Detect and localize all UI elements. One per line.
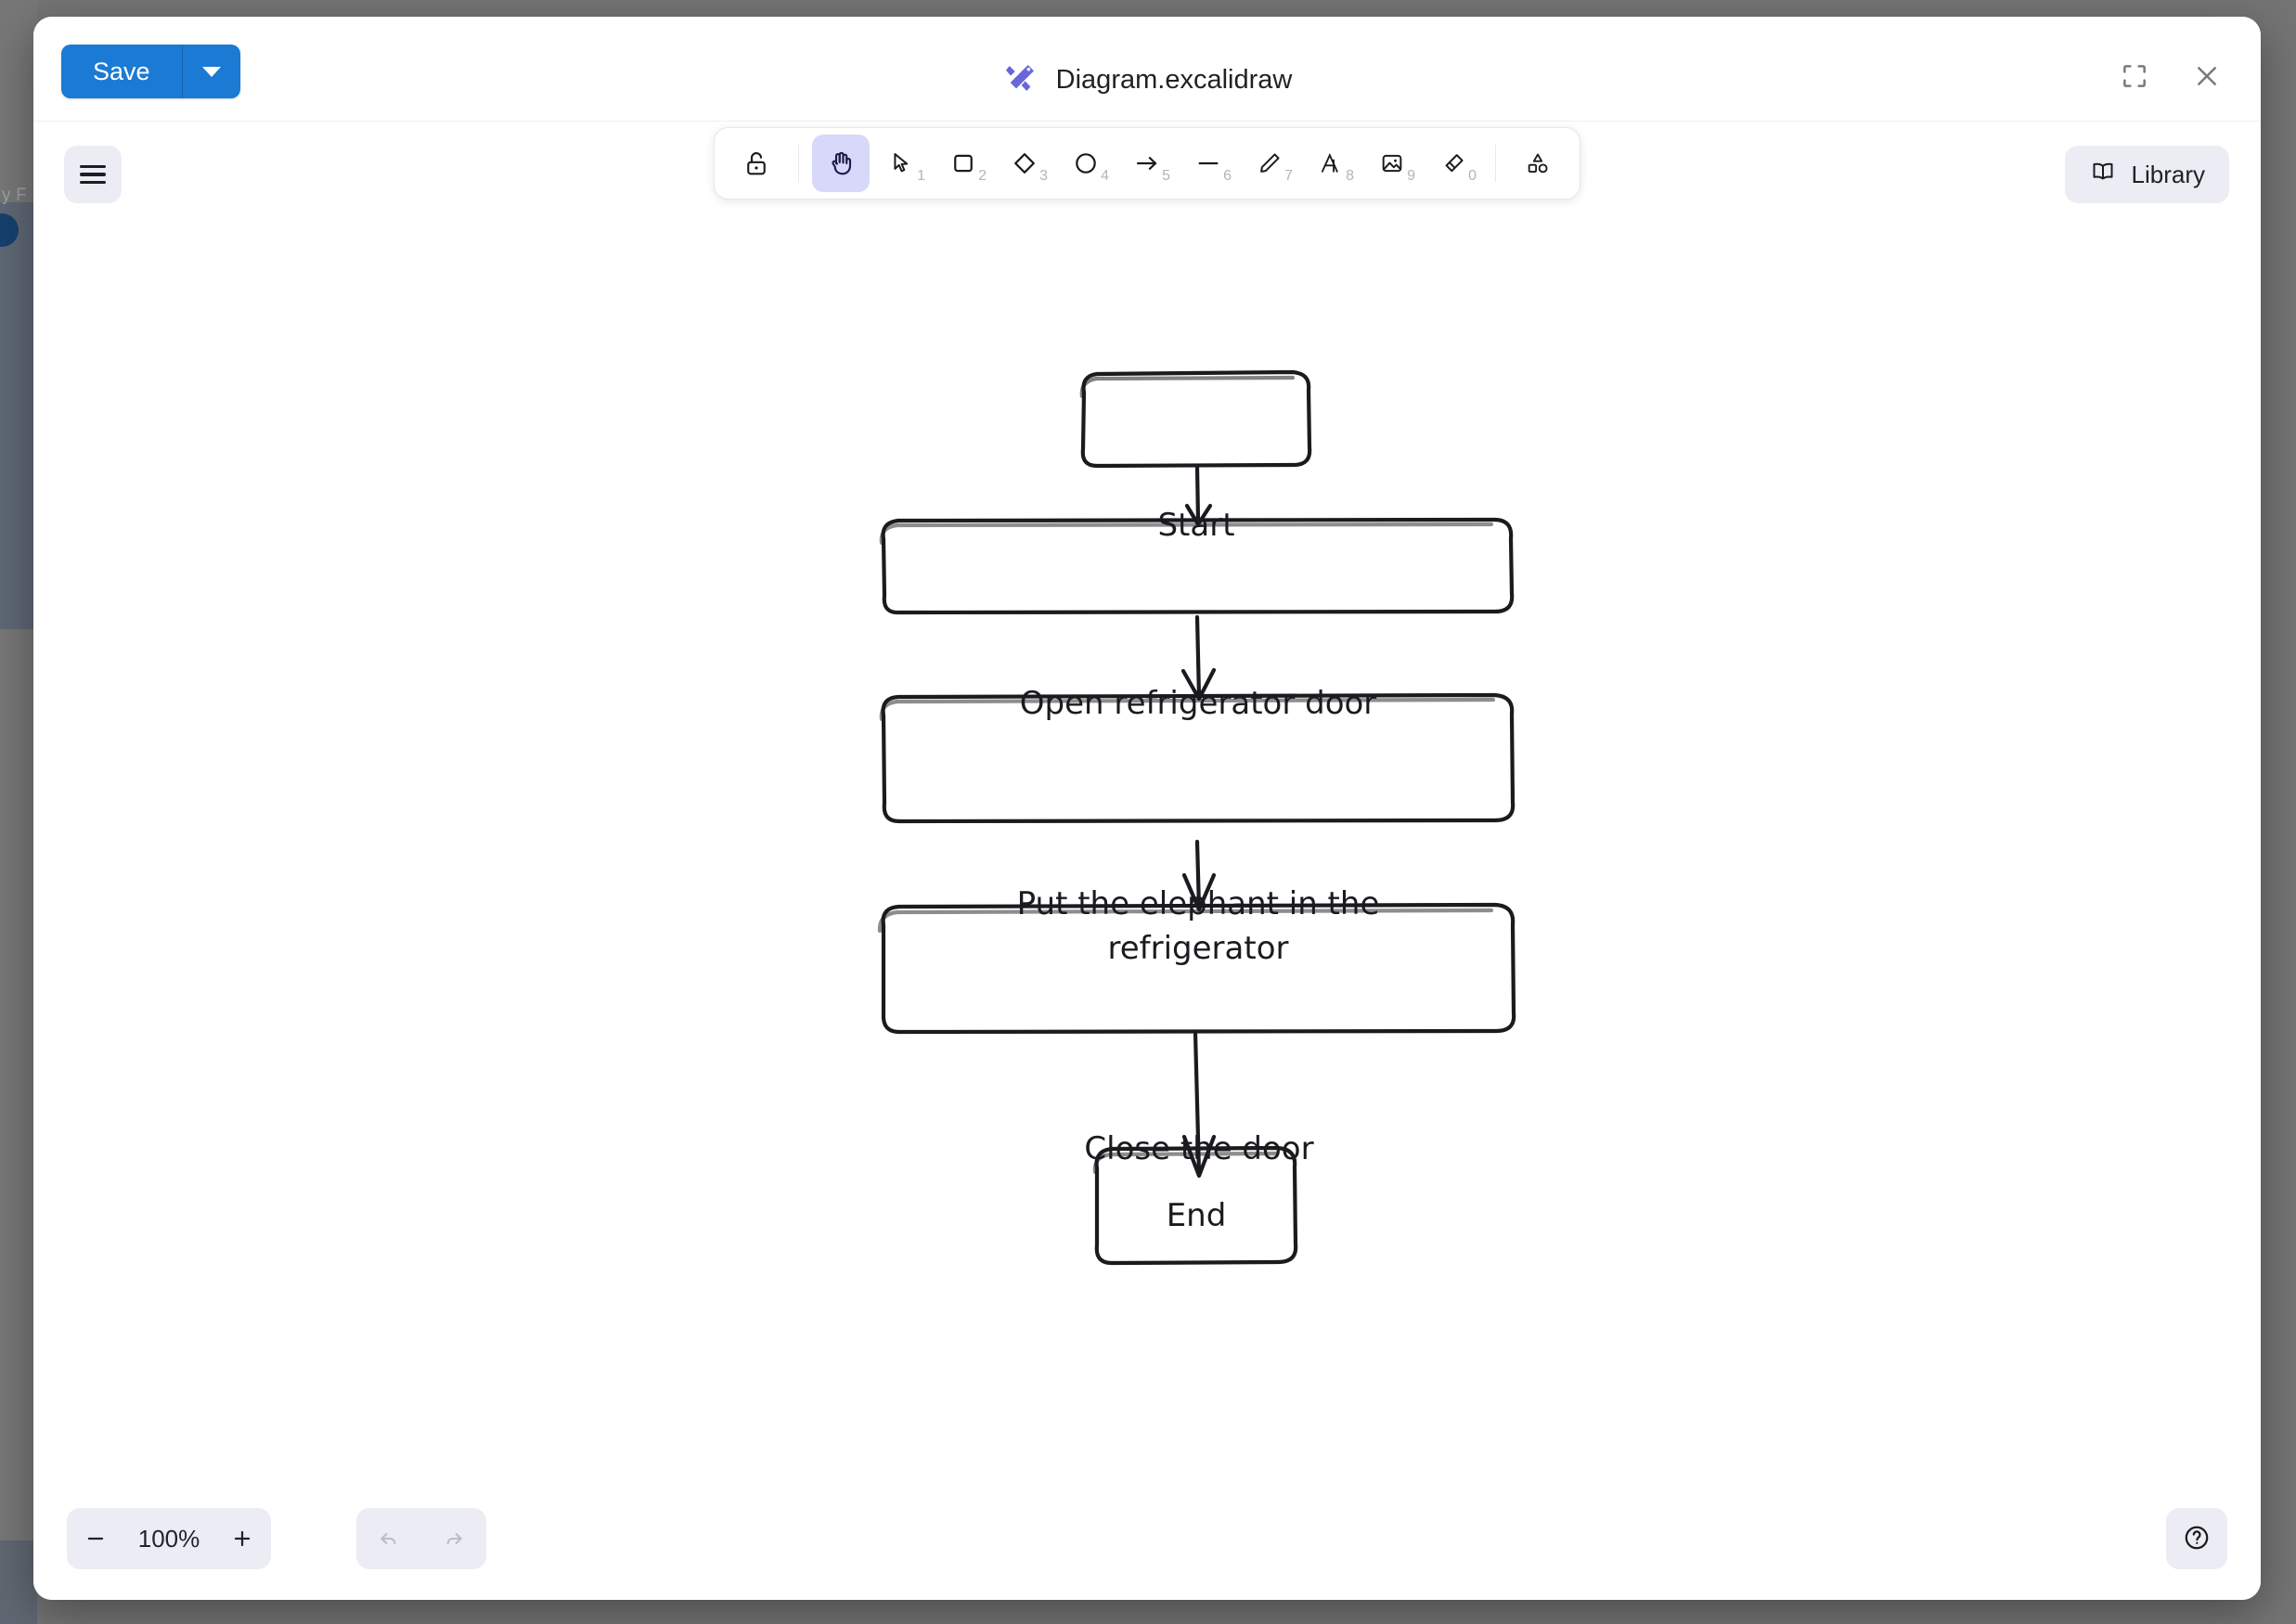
diamond-icon[interactable]: 3 [996, 135, 1053, 192]
zoom-in-button[interactable] [213, 1508, 271, 1569]
tool-island: 1 2 3 4 [714, 127, 1580, 200]
image-icon[interactable]: 9 [1363, 135, 1421, 192]
flow-node-put-label-line2: refrigerator [1108, 930, 1289, 967]
background-selected-row [0, 202, 37, 629]
line-icon[interactable]: 6 [1180, 135, 1237, 192]
library-button-label: Library [2131, 160, 2205, 188]
tool-shortcut: 3 [1039, 168, 1048, 184]
window-titlebar: Save Diagram.excalidraw [33, 17, 2261, 122]
book-icon [2089, 158, 2117, 192]
toolbar-divider [1495, 145, 1496, 182]
flow-node-close-label: Close the door [1084, 1130, 1313, 1167]
zoom-control-island: 100% [67, 1508, 271, 1569]
save-dropdown-button[interactable] [182, 45, 240, 98]
ellipse-icon[interactable]: 4 [1057, 135, 1115, 192]
flow-node-put-label-line1: Put the elephant in the [1017, 885, 1380, 922]
flow-node-start-label: Start [1157, 507, 1234, 544]
save-button-group[interactable]: Save [61, 45, 240, 98]
save-button[interactable]: Save [61, 45, 182, 98]
zoom-out-button[interactable] [67, 1508, 124, 1569]
tool-shortcut: 0 [1468, 168, 1477, 184]
shapes-icon[interactable] [1509, 135, 1567, 192]
redo-button[interactable] [428, 1508, 480, 1569]
hamburger-menu-button[interactable] [64, 146, 122, 203]
draw-icon[interactable]: 7 [1241, 135, 1298, 192]
tool-shortcut: 4 [1101, 168, 1109, 184]
library-button[interactable]: Library [2064, 146, 2229, 203]
flowchart: Start Open refrigerator door Put the ele… [877, 369, 1516, 1266]
tool-shortcut: 5 [1162, 168, 1170, 184]
tool-shortcut: 8 [1346, 168, 1354, 184]
background-text-fragment: y F [2, 186, 27, 205]
toolbar-divider [798, 145, 799, 182]
question-mark-icon [2182, 1523, 2212, 1555]
avatar [0, 213, 19, 247]
excalidraw-window: Save Diagram.excalidraw [33, 17, 2261, 1600]
flow-node-start [1079, 369, 1312, 469]
rectangle-icon[interactable]: 2 [935, 135, 992, 192]
fullscreen-icon[interactable] [2114, 56, 2155, 97]
text-icon[interactable]: 8 [1302, 135, 1360, 192]
flow-node-close [877, 902, 1516, 1035]
flow-node-open-label: Open refrigerator door [1020, 685, 1377, 722]
page-title: Diagram.excalidraw [1055, 65, 1293, 95]
tool-shortcut: 6 [1223, 168, 1232, 184]
flow-edge-3 [1181, 839, 1217, 912]
tool-shortcut: 7 [1284, 168, 1293, 184]
flow-node-put [879, 692, 1516, 824]
background-row [0, 1540, 37, 1624]
lock-icon[interactable] [728, 135, 785, 192]
eraser-icon[interactable]: 0 [1425, 135, 1482, 192]
tool-shortcut: 1 [917, 168, 925, 184]
zoom-level-value[interactable]: 100% [137, 1524, 200, 1553]
selection-icon[interactable]: 1 [873, 135, 931, 192]
drawing-canvas[interactable]: Start Open refrigerator door Put the ele… [33, 122, 2261, 1600]
window-controls [2114, 56, 2227, 97]
tool-shortcut: 9 [1407, 168, 1415, 184]
window-title-area: Diagram.excalidraw [1002, 59, 1293, 101]
history-island [356, 1508, 486, 1569]
undo-button[interactable] [363, 1508, 415, 1569]
hamburger-menu-icon [80, 161, 106, 189]
help-button[interactable] [2166, 1508, 2227, 1569]
chevron-down-icon [201, 66, 221, 77]
arrow-icon[interactable]: 5 [1118, 135, 1176, 192]
flow-node-end [1092, 1145, 1298, 1266]
close-icon[interactable] [2186, 56, 2227, 97]
excalidraw-logo-icon [1002, 59, 1039, 101]
flow-node-open [879, 517, 1515, 615]
tool-shortcut: 2 [978, 168, 987, 184]
flow-node-end-label: End [1167, 1197, 1227, 1234]
hand-icon[interactable] [812, 135, 870, 192]
save-divider [181, 45, 183, 98]
flow-edge-4 [1181, 1030, 1217, 1179]
